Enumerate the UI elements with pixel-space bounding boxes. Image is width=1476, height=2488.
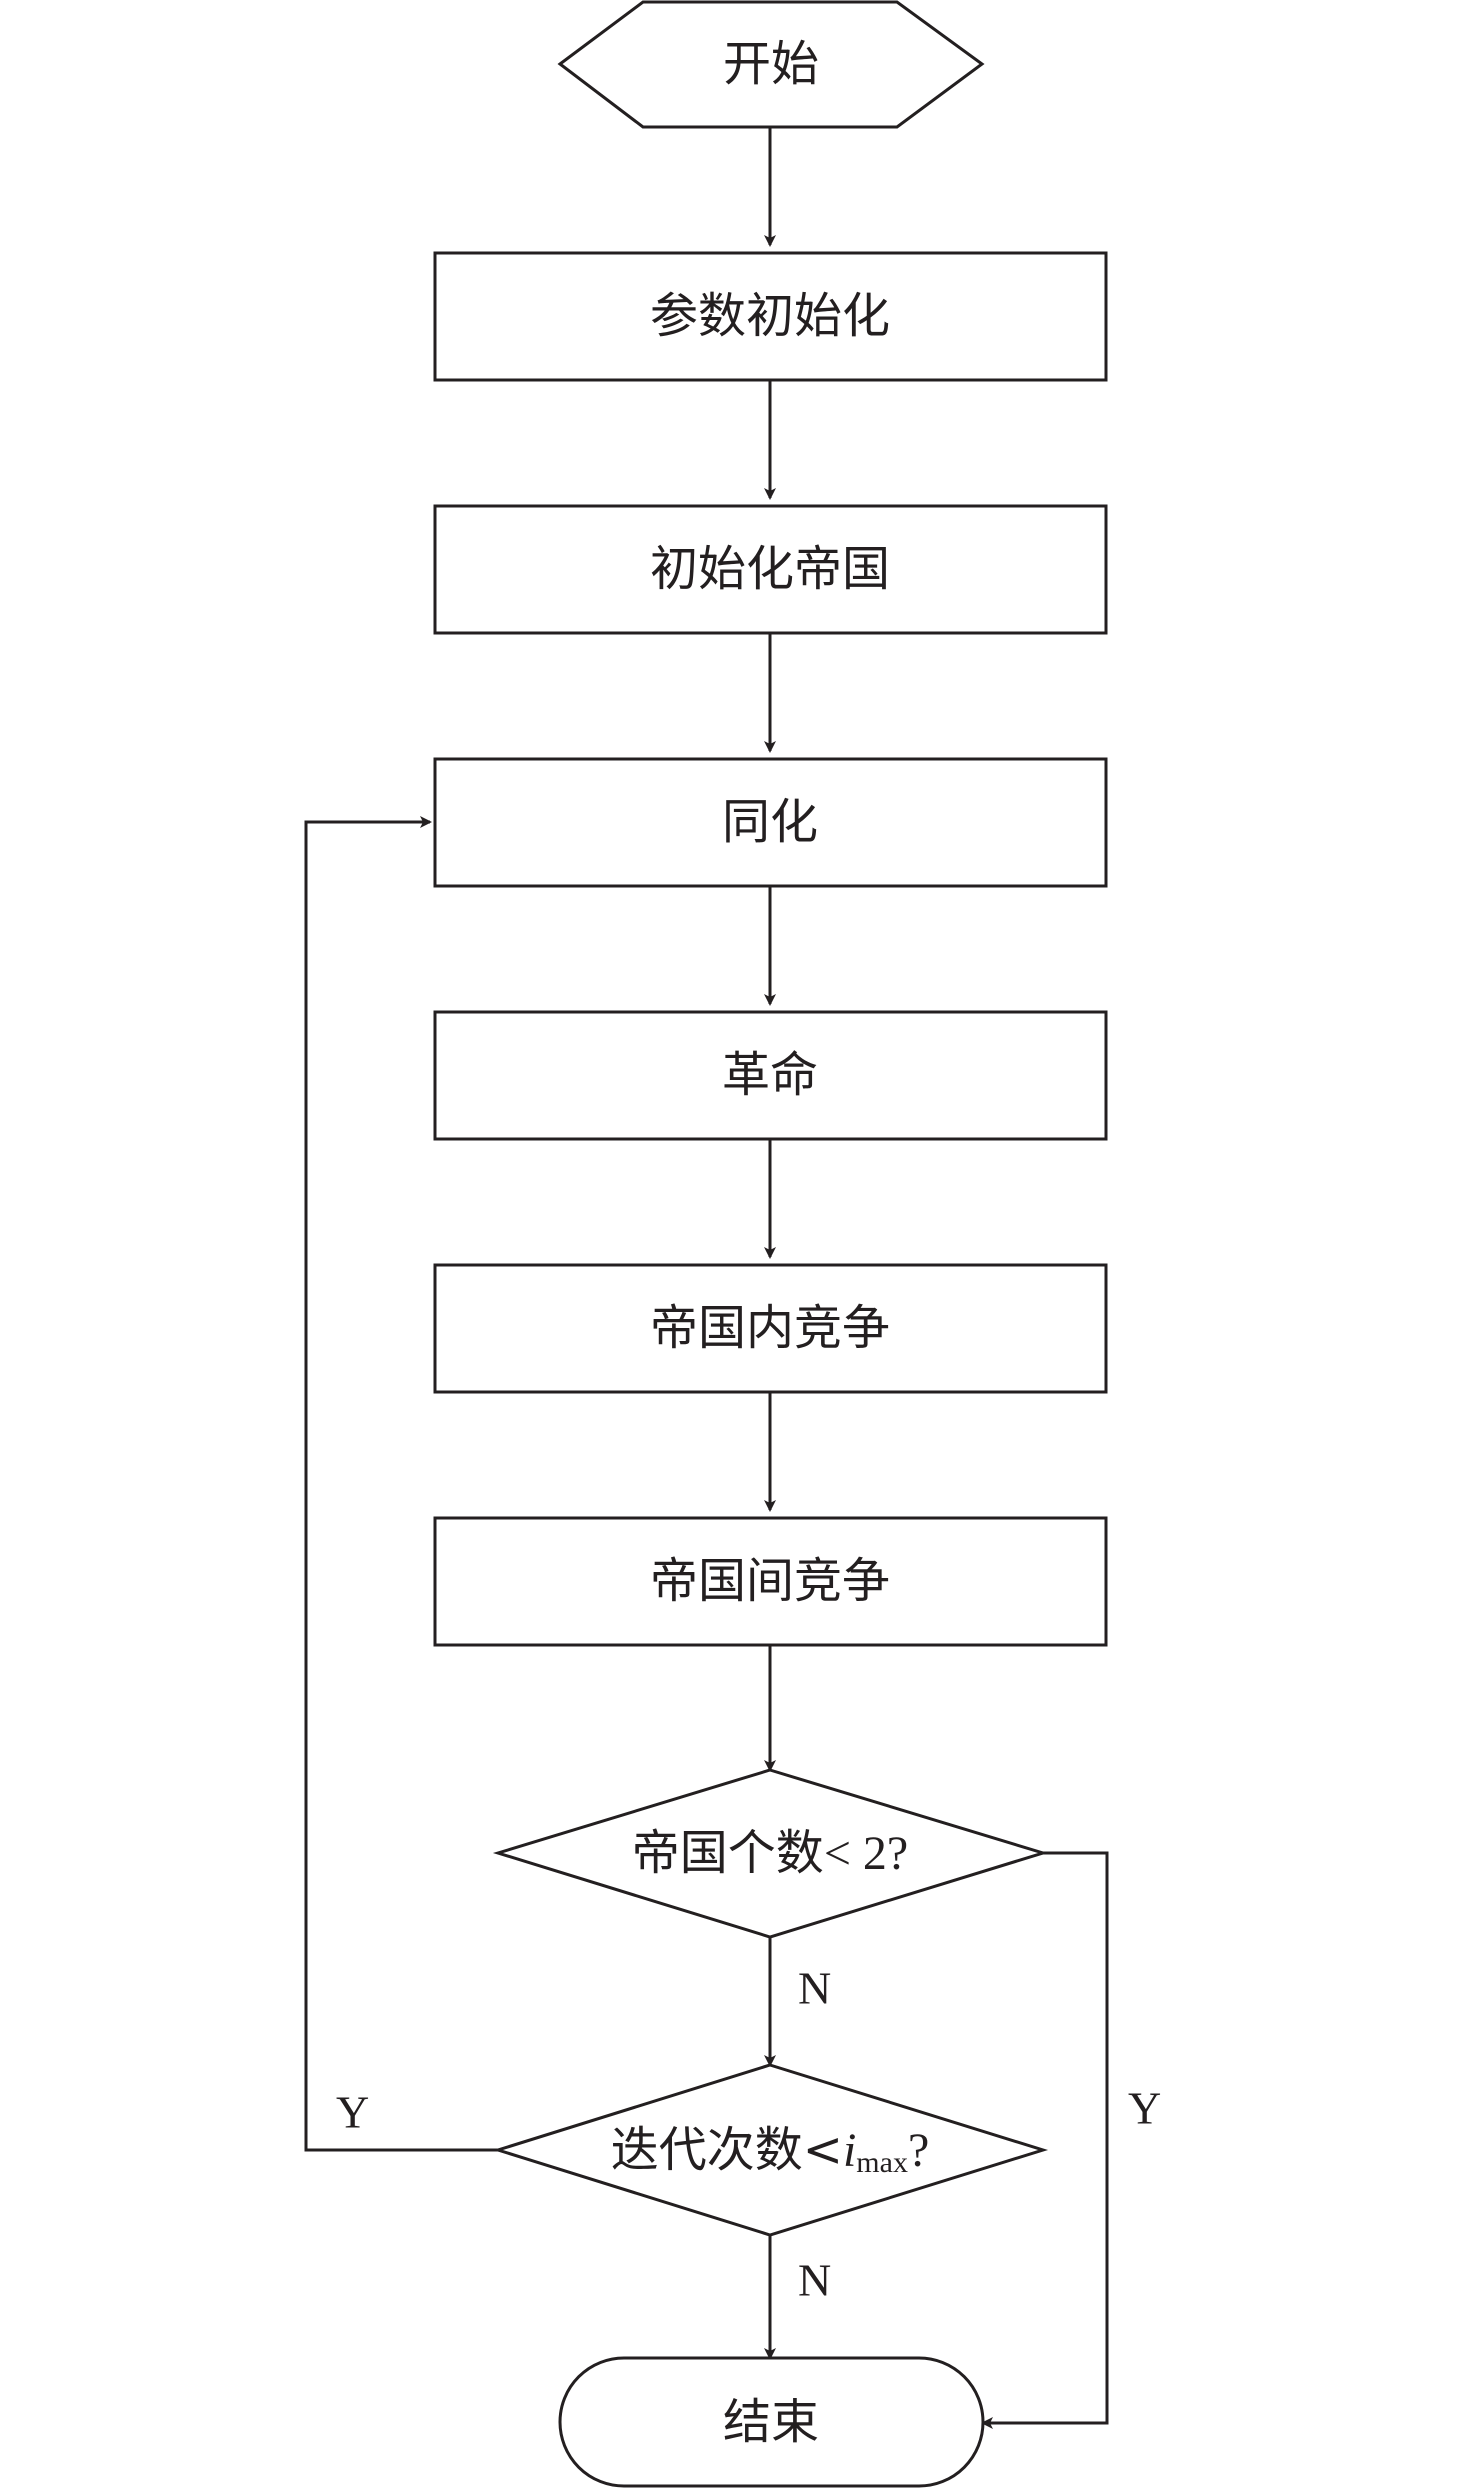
decision-empires: 帝国个数< 2? [492, 1768, 1049, 1939]
process-assimilation: 同化 [433, 757, 1108, 888]
init-params-label: 参数初始化 [650, 288, 890, 344]
edge-label-iterations-yes: Y [336, 2087, 369, 2138]
start-node: 开始 [557, 0, 985, 129]
process-init-empires: 初始化帝国 [433, 504, 1108, 635]
start-label: 开始 [723, 36, 819, 92]
process-inter-competition: 帝国间竞争 [433, 1516, 1108, 1647]
revolution-label: 革命 [722, 1047, 818, 1103]
edge-label-empires-yes: Y [1128, 2083, 1161, 2134]
process-init-params: 参数初始化 [433, 251, 1108, 382]
edge-decision-empires-yes-to-end [981, 1851, 1109, 2429]
decision-empires-condition: < 2? [824, 1827, 908, 1880]
decision-empires-label: 帝国个数< 2? [632, 1825, 908, 1881]
edge-label-iterations-no: N [798, 2255, 831, 2306]
decision-iterations: 迭代次数<imax? [492, 2063, 1049, 2237]
decision-iterations-text: 迭代次数< [611, 2122, 843, 2178]
decision-iterations-suffix: ? [908, 2124, 929, 2177]
intra-competition-label: 帝国内竞争 [650, 1300, 890, 1356]
inter-competition-label: 帝国间竞争 [650, 1553, 890, 1609]
decision-iterations-var: i [843, 2124, 856, 2177]
init-empires-label: 初始化帝国 [650, 541, 890, 597]
process-intra-competition: 帝国内竞争 [433, 1263, 1108, 1394]
decision-empires-text: 帝国个数 [632, 1825, 824, 1881]
decision-iterations-label: 迭代次数<imax? [611, 2122, 930, 2179]
edge-label-empires-no: N [798, 1963, 831, 2014]
end-node: 结束 [558, 2356, 985, 2488]
end-label: 结束 [723, 2394, 819, 2450]
decision-iterations-subscript: max [856, 2146, 908, 2179]
assimilation-label: 同化 [722, 794, 818, 850]
connectors [304, 127, 1109, 2429]
edge-decision-iterations-yes-loop-to-assimilation [304, 816, 498, 2152]
process-revolution: 革命 [433, 1010, 1108, 1141]
